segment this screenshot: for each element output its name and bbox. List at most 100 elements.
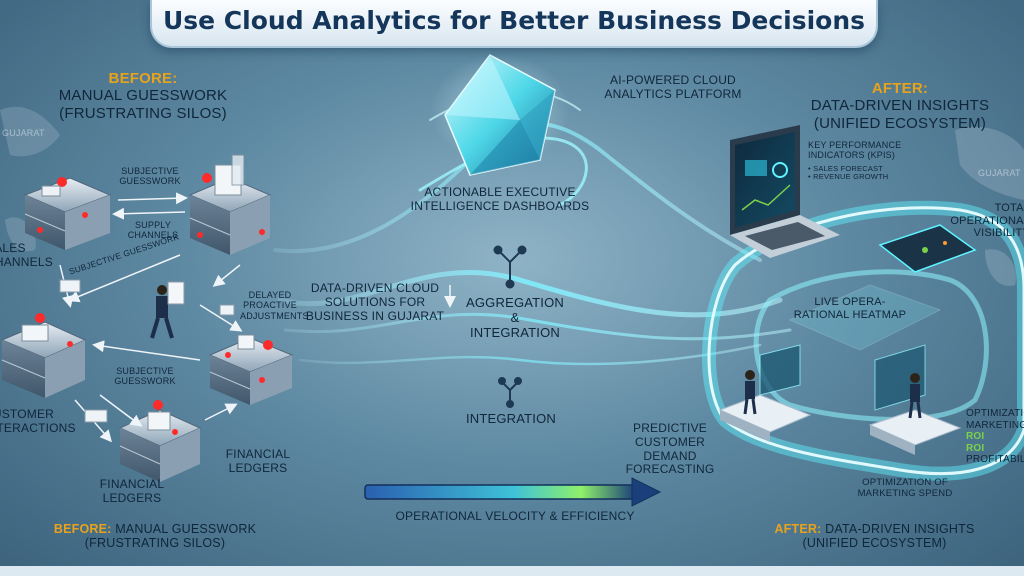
before-heading-line2: (FRUSTRATING SILOS) xyxy=(59,104,227,122)
label-demand-forecasting: PREDICTIVE CUSTOMER DEMAND FORECASTING xyxy=(600,421,740,477)
label-line: BUSINESS IN GUJARAT xyxy=(305,308,445,323)
after-footer-line2: (UNIFIED ECOSYSTEM) xyxy=(802,536,947,551)
crystal-platform-icon xyxy=(430,54,570,176)
before-footer-line2: (FRUSTRATING SILOS) xyxy=(84,536,226,551)
label-line: FINANCIAL xyxy=(225,447,291,461)
label-line: INTELLIGENCE DASHBOARDS xyxy=(410,198,590,213)
label-sales-channels: SALES CHANNELS xyxy=(0,241,66,270)
label-line: DELAYED xyxy=(248,290,292,300)
label-line: ANALYTICS PLATFORM xyxy=(604,86,742,101)
label-line: CHANNELS xyxy=(127,230,179,241)
before-tag: BEFORE: xyxy=(108,70,178,87)
label-live-heatmap: LIVE OPERA- RATIONAL HEATMAP xyxy=(790,296,910,321)
laptop-dashboard-icon xyxy=(730,125,840,258)
label-financial-ledgers-bottom: FINANCIAL LEDGERS xyxy=(92,477,172,506)
label-line: ACTIONABLE EXECUTIVE xyxy=(424,185,576,199)
tablet-map-icon xyxy=(878,224,977,273)
label-line: VISIBILITY xyxy=(973,227,1024,240)
label-line: KEY PERFORMANCE xyxy=(808,140,902,150)
title-banner: Use Cloud Analytics for Better Business … xyxy=(150,0,878,48)
label-line: PREDICTIVE xyxy=(632,421,707,435)
velocity-arrow xyxy=(364,477,662,507)
label-line: FINANCIAL xyxy=(99,477,165,491)
paper-stacks xyxy=(59,279,235,423)
label-line: CHANNELS xyxy=(0,254,53,269)
label-line: PROFITABILITY xyxy=(966,454,1024,465)
heatmap-hologram xyxy=(788,284,942,351)
server-silo-sales xyxy=(23,177,112,250)
label-customer-interactions: CUSTOMER INTERACTIONS xyxy=(0,407,76,436)
label-line: INTERACTIONS xyxy=(0,420,76,435)
integration-network-icon xyxy=(498,377,522,408)
label-line: OPTIMIZATION OF xyxy=(862,477,948,488)
label-line: ROI xyxy=(966,431,985,442)
label-line: INTEGRATION xyxy=(469,324,561,340)
label-supply-channels: SUPPLY CHANNELS xyxy=(118,220,188,241)
analyst-pedestal-right xyxy=(868,344,962,455)
label-kpis: KEY PERFORMANCE INDICATORS (KPIs) • SALE… xyxy=(808,140,918,182)
label-line: GUESSWORK xyxy=(119,176,181,187)
kpi-revenue-growth: • REVENUE GROWTH xyxy=(808,172,889,182)
map-label-right: GUJARAT xyxy=(978,168,1021,178)
before-heading: BEFORE: MANUAL GUESSWORK (FRUSTRATING SI… xyxy=(38,70,248,122)
label-integration: INTEGRATION xyxy=(465,411,557,426)
label-optimization-roi: OPTIMIZATION MARKETING ROI ROI PROFITABI… xyxy=(966,408,1024,466)
label-line: MARKETING SPEND xyxy=(857,487,953,499)
label-line: SUBJECTIVE xyxy=(116,366,174,376)
server-silo-customer xyxy=(0,313,87,398)
label-financial-ledgers-right: FINANCIAL LEDGERS xyxy=(218,447,298,476)
label-total-visibility: TOTAL OPERATIONAL VISIBILITY xyxy=(940,202,1024,240)
server-silo-financial-right xyxy=(208,334,294,405)
label-line: DEMAND FORECASTING xyxy=(625,448,715,477)
label-line: GUESSWORK xyxy=(114,376,176,387)
after-footer: AFTER: DATA-DRIVEN INSIGHTS (UNIFIED ECO… xyxy=(762,522,987,551)
label-line: MARKETING xyxy=(966,419,1024,431)
after-footer-line1: DATA-DRIVEN INSIGHTS xyxy=(825,522,975,536)
before-footer: BEFORE: MANUAL GUESSWORK (FRUSTRATING SI… xyxy=(40,522,270,551)
label-marketing-spend: OPTIMIZATION OF MARKETING SPEND xyxy=(845,477,965,500)
label-line: ROI xyxy=(966,442,985,454)
worker-carrying-papers-icon xyxy=(150,281,185,339)
label-line: SOLUTIONS FOR xyxy=(324,294,426,309)
server-silo-supply xyxy=(188,154,272,255)
before-footer-tag: BEFORE: xyxy=(53,522,112,536)
label-line: LIVE OPERA- xyxy=(814,296,886,308)
label-line: PROACTIVE xyxy=(243,300,297,311)
label-operational-velocity: OPERATIONAL VELOCITY & EFFICIENCY xyxy=(395,509,635,523)
label-cloud-solutions-gujarat: DATA-DRIVEN CLOUD SOLUTIONS FOR BUSINESS… xyxy=(300,281,450,323)
before-footer-line1: MANUAL GUESSWORK xyxy=(115,522,257,536)
label-line: INDICATORS (KPIs) xyxy=(808,150,896,161)
label-line: ADJUSTMENTS xyxy=(240,310,309,321)
label-line: CUSTOMER xyxy=(0,407,55,421)
label-line: AI-POWERED CLOUD xyxy=(610,73,736,87)
label-line: LEDGERS xyxy=(102,490,162,505)
after-heading-line2: (UNIFIED ECOSYSTEM) xyxy=(813,114,987,132)
label-line: SALES FORECAST xyxy=(813,163,884,173)
label-aggregation-integration: AGGREGATION & INTEGRATION xyxy=(460,295,570,341)
label-line: TOTAL xyxy=(994,202,1024,214)
map-label-left: GUJARAT xyxy=(2,128,45,138)
label-line: DATA-DRIVEN CLOUD xyxy=(310,281,440,295)
before-heading-line1: MANUAL GUESSWORK xyxy=(58,87,228,105)
server-silo-financial-bottom xyxy=(118,400,202,482)
label-delayed-adjustments: DELAYED PROACTIVE ADJUSTMENTS xyxy=(240,290,309,321)
after-tag: AFTER: xyxy=(871,80,929,97)
after-heading-line1: DATA-DRIVEN INSIGHTS xyxy=(810,97,990,115)
after-footer-tag: AFTER: xyxy=(774,522,822,536)
bottom-strip xyxy=(0,566,1024,576)
aggregation-network-icon xyxy=(493,245,527,289)
world-map-right xyxy=(955,126,1024,286)
label-executive-dashboards: ACTIONABLE EXECUTIVE INTELLIGENCE DASHBO… xyxy=(405,185,595,214)
label-subjective-guesswork-top: SUBJECTIVE GUESSWORK xyxy=(110,166,190,187)
kpi-sales-forecast: • SALES FORECAST xyxy=(808,163,884,173)
after-heading: AFTER: DATA-DRIVEN INSIGHTS (UNIFIED ECO… xyxy=(800,80,1000,132)
page-title: Use Cloud Analytics for Better Business … xyxy=(162,6,866,35)
label-line: OPTIMIZATION xyxy=(966,408,1024,419)
label-line: LEDGERS xyxy=(228,460,288,475)
label-line: SUBJECTIVE xyxy=(121,166,179,176)
label-subjective-guesswork-middle: SUBJECTIVE GUESSWORK xyxy=(105,366,185,387)
label-line: SALES xyxy=(0,241,26,255)
label-ai-platform: AI-POWERED CLOUD ANALYTICS PLATFORM xyxy=(588,73,758,102)
